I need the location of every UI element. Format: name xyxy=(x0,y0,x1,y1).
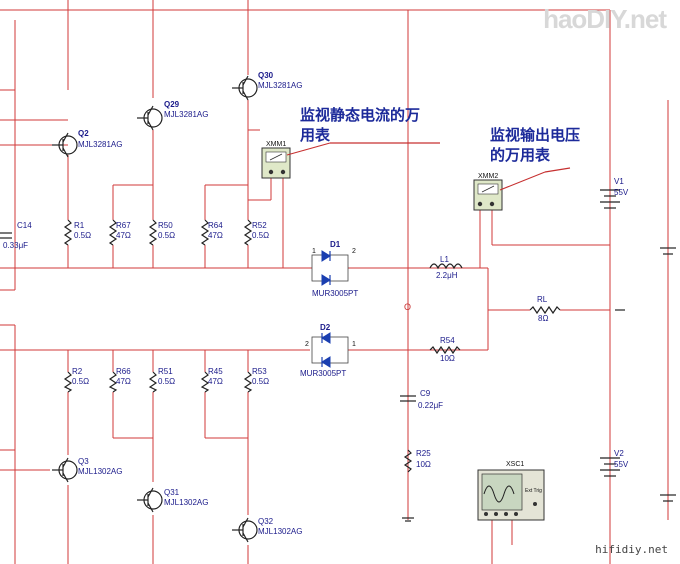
r53-ref: R53 xyxy=(252,367,267,376)
q29-ref: Q29 xyxy=(164,100,180,109)
d1-ref: D1 xyxy=(330,240,341,249)
transistor-q31 xyxy=(137,487,163,513)
r64-ref: R64 xyxy=(208,221,223,230)
l1-ref: L1 xyxy=(440,255,449,264)
dc-source-v1 xyxy=(600,189,620,209)
capacitor-c9 xyxy=(400,395,416,402)
d2-ref: D2 xyxy=(320,323,331,332)
static-current-note-line2: 用表 xyxy=(300,126,331,144)
xmm1-label: XMM1 xyxy=(266,141,286,148)
l1-value: 2.2μH xyxy=(436,271,458,280)
output-voltage-note-line2: 的万用表 xyxy=(490,146,551,164)
r25-ref: R25 xyxy=(416,449,431,458)
transistor-q32 xyxy=(232,517,258,543)
q31-part: MJL1302AG xyxy=(164,498,208,507)
node-o-label: O xyxy=(404,302,411,312)
d1-pin2: 2 xyxy=(352,248,356,255)
r66-value: 47Ω xyxy=(116,377,131,386)
r45-ref: R45 xyxy=(208,367,223,376)
watermark-footer: hifidiy.net xyxy=(595,543,668,556)
capacitor-c14 xyxy=(0,232,12,239)
resistor-zigzags xyxy=(63,219,561,473)
transistor-q29 xyxy=(137,105,163,131)
q3-part: MJL1302AG xyxy=(78,467,122,476)
v1-ref: V1 xyxy=(614,177,624,186)
d2-pin2: 1 xyxy=(352,341,356,348)
watermark-logo: haoDIY.net xyxy=(543,4,667,34)
output-voltage-note: 监视输出电压 的万用表 xyxy=(490,125,580,165)
rl-value: 8Ω xyxy=(538,314,548,323)
r52-ref: R52 xyxy=(252,221,267,230)
transistor-q30 xyxy=(232,75,258,101)
q30-ref: Q30 xyxy=(258,71,274,80)
d2-part: MUR3005PT xyxy=(300,369,346,378)
static-current-note-line1: 监视静态电流的万 xyxy=(300,106,421,124)
r67-ref: R67 xyxy=(116,221,131,230)
xmm2-label: XMM2 xyxy=(478,173,498,180)
d1-pin1: 1 xyxy=(312,248,316,255)
d1-part: MUR3005PT xyxy=(312,289,358,298)
q3-ref: Q3 xyxy=(78,457,89,466)
r64-value: 47Ω xyxy=(208,231,223,240)
r52-value: 0.5Ω xyxy=(252,231,269,240)
r67-value: 47Ω xyxy=(116,231,131,240)
r66-ref: R66 xyxy=(116,367,131,376)
q29-part: MJL3281AG xyxy=(164,110,208,119)
annotation-pointers xyxy=(286,142,571,191)
q32-ref: Q32 xyxy=(258,517,274,526)
dc-source-right xyxy=(660,247,676,502)
r50-ref: R50 xyxy=(158,221,173,230)
r54-value: 10Ω xyxy=(440,354,455,363)
d2-pin1: 2 xyxy=(305,341,309,348)
c14-ref: C14 xyxy=(17,221,32,230)
v2-value: 55V xyxy=(614,460,629,469)
c9-value: 0.22μF xyxy=(418,401,443,410)
q32-part: MJL1302AG xyxy=(258,527,302,536)
oscilloscope-xsc1[interactable] xyxy=(477,469,545,521)
r1-ref: R1 xyxy=(74,221,85,230)
transistor-q2 xyxy=(52,132,78,158)
c9-ref: C9 xyxy=(420,389,431,398)
scope-ref: XSC1 xyxy=(506,461,524,468)
multimeter-xmm2[interactable] xyxy=(473,179,503,211)
r51-value: 0.5Ω xyxy=(158,377,175,386)
diode-d1 xyxy=(311,250,349,286)
r2-ref: R2 xyxy=(72,367,83,376)
r45-value: 47Ω xyxy=(208,377,223,386)
output-voltage-note-line1: 监视输出电压 xyxy=(490,126,581,144)
r53-value: 0.5Ω xyxy=(252,377,269,386)
q31-ref: Q31 xyxy=(164,488,180,497)
r2-value: 0.5Ω xyxy=(72,377,89,386)
q30-part: MJL3281AG xyxy=(258,81,302,90)
v2-ref: V2 xyxy=(614,449,624,458)
ground-symbols xyxy=(402,309,625,522)
r51-ref: R51 xyxy=(158,367,173,376)
r54-ref: R54 xyxy=(440,336,455,345)
r1-value: 0.5Ω xyxy=(74,231,91,240)
static-current-note: 监视静态电流的万 用表 xyxy=(300,105,420,145)
q2-ref: Q2 xyxy=(78,129,89,138)
transistor-q3 xyxy=(52,457,78,483)
dc-source-v2 xyxy=(600,457,620,477)
multimeter-xmm1[interactable] xyxy=(261,147,291,179)
c14-value: 0.33μF xyxy=(3,241,28,250)
rl-ref: RL xyxy=(537,295,548,304)
scope-ext-trig: Ext Trig xyxy=(525,488,542,494)
diode-d2 xyxy=(311,332,349,368)
r50-value: 0.5Ω xyxy=(158,231,175,240)
inductor-l1 xyxy=(429,263,463,270)
q2-part: MJL3281AG xyxy=(78,140,122,149)
v1-value: 55V xyxy=(614,188,629,197)
r25-value: 10Ω xyxy=(416,460,431,469)
